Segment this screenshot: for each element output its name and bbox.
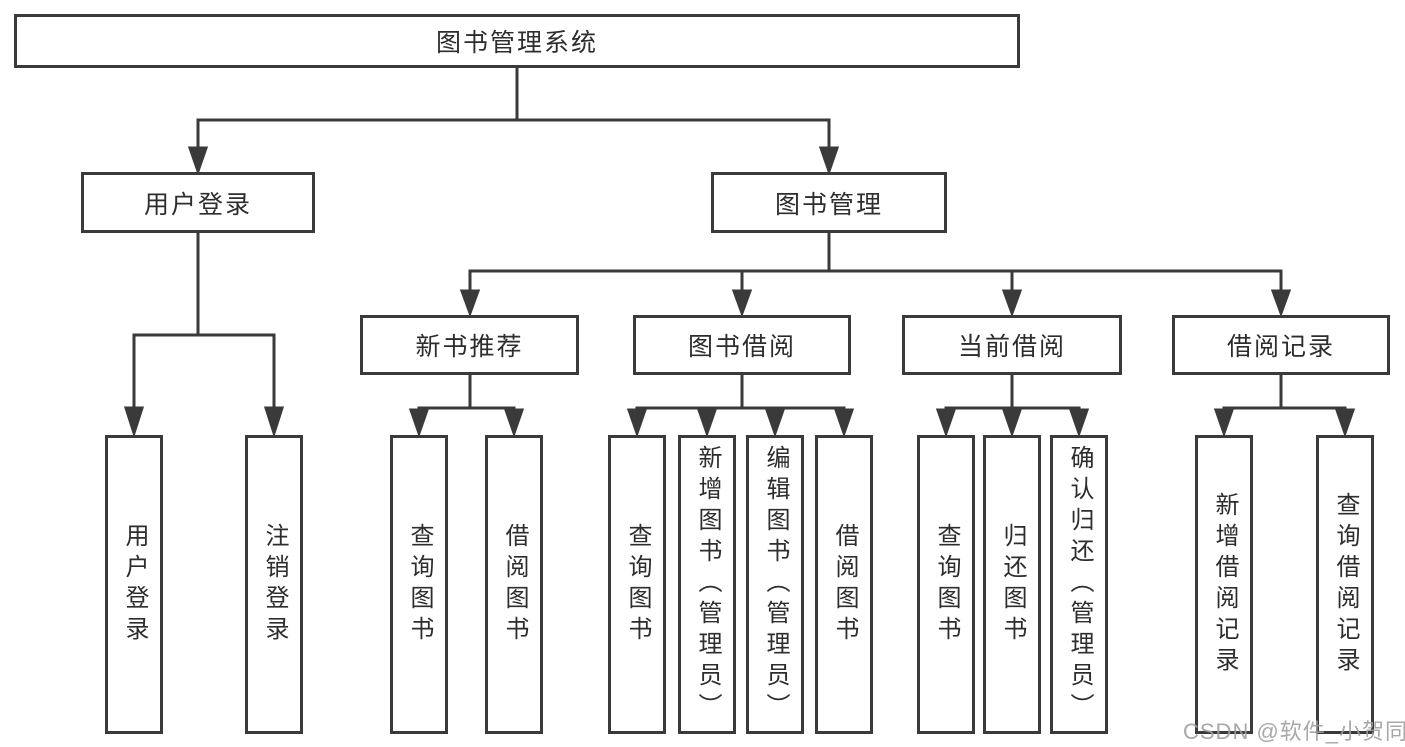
connector-bookmgmt-to-level3 bbox=[459, 233, 1292, 318]
leaf-borrow-books-recommend: 借阅图书 bbox=[485, 435, 543, 734]
node-book-management-label: 图书管理 bbox=[774, 190, 883, 219]
leaf-user-login: 用户登录 bbox=[105, 435, 163, 734]
leaf-confirm-return-admin: 确认归还（管理员） bbox=[1050, 435, 1108, 734]
leaf-borrow-books-label: 借阅图书 bbox=[831, 522, 858, 647]
leaf-query-books-current: 查询图书 bbox=[917, 435, 975, 734]
leaf-add-book-admin: 新增图书（管理员） bbox=[678, 435, 736, 734]
leaf-add-borrow-record-label: 新增借阅记录 bbox=[1211, 491, 1238, 678]
node-new-book-recommend-label: 新书推荐 bbox=[415, 333, 524, 361]
leaf-query-borrow-record-label: 查询借阅记录 bbox=[1332, 491, 1359, 678]
node-user-login-label: 用户登录 bbox=[143, 190, 252, 219]
node-current-borrow-label: 当前借阅 bbox=[957, 333, 1066, 361]
node-book-borrow: 图书借阅 bbox=[633, 315, 851, 375]
leaf-query-books-recommend-label: 查询图书 bbox=[406, 522, 433, 647]
leaf-edit-book-admin: 编辑图书（管理员） bbox=[746, 435, 804, 734]
node-root: 图书管理系统 bbox=[14, 14, 1020, 68]
leaf-confirm-return-admin-label: 确认归还（管理员） bbox=[1066, 445, 1093, 724]
leaf-return-book: 归还图书 bbox=[983, 435, 1041, 734]
node-user-login: 用户登录 bbox=[81, 172, 315, 233]
node-book-borrow-label: 图书借阅 bbox=[687, 333, 796, 361]
leaf-edit-book-admin-label: 编辑图书（管理员） bbox=[762, 445, 789, 724]
leaf-query-books-recommend: 查询图书 bbox=[390, 435, 448, 734]
connector-userlogin-to-leaves bbox=[123, 233, 285, 438]
leaf-query-books-current-label: 查询图书 bbox=[933, 522, 960, 647]
csdn-watermark: CSDN @软件_小贺同学 bbox=[1183, 719, 1405, 744]
leaf-query-books-borrow-label: 查询图书 bbox=[624, 522, 651, 647]
leaf-user-login-label: 用户登录 bbox=[121, 522, 148, 647]
node-borrow-records-label: 借阅记录 bbox=[1226, 333, 1335, 361]
connector-borrowrecords-to-leaves bbox=[1213, 375, 1356, 438]
leaf-logout-label: 注销登录 bbox=[261, 522, 288, 647]
leaf-borrow-books: 借阅图书 bbox=[815, 435, 873, 734]
node-book-management: 图书管理 bbox=[711, 172, 947, 233]
leaf-borrow-books-recommend-label: 借阅图书 bbox=[501, 522, 528, 647]
node-borrow-records: 借阅记录 bbox=[1172, 315, 1390, 375]
leaf-add-book-admin-label: 新增图书（管理员） bbox=[694, 445, 721, 724]
node-current-borrow: 当前借阅 bbox=[902, 315, 1122, 375]
node-root-label: 图书管理系统 bbox=[435, 29, 598, 57]
leaf-query-books-borrow: 查询图书 bbox=[608, 435, 666, 734]
leaf-add-borrow-record: 新增借阅记录 bbox=[1195, 435, 1253, 734]
connector-root-to-level2 bbox=[187, 68, 840, 176]
leaf-query-borrow-record: 查询借阅记录 bbox=[1316, 435, 1374, 734]
leaf-logout: 注销登录 bbox=[245, 435, 303, 734]
leaf-return-book-label: 归还图书 bbox=[999, 522, 1026, 647]
connector-currentborrow-to-leaves bbox=[935, 375, 1090, 438]
node-new-book-recommend: 新书推荐 bbox=[360, 315, 579, 375]
connector-newbook-to-leaves bbox=[408, 375, 525, 438]
connector-bookborrow-to-leaves bbox=[626, 375, 855, 438]
